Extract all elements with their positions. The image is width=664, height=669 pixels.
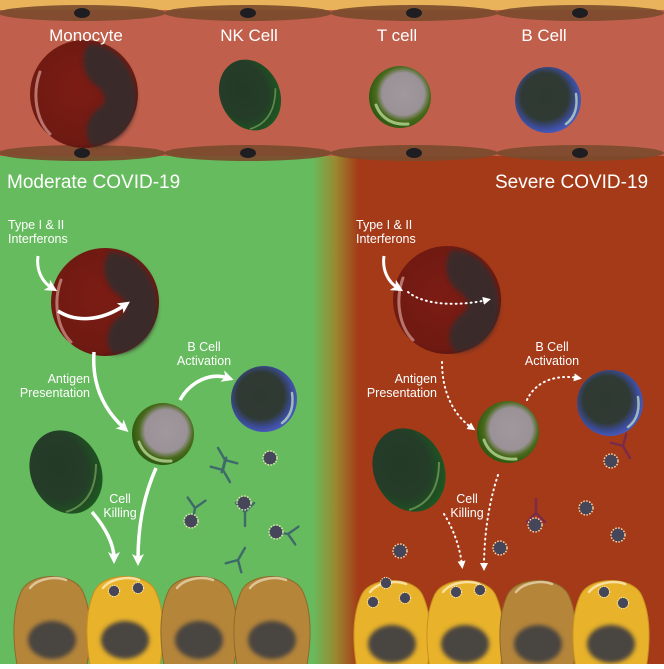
vessel-label-monocyte: Monocyte bbox=[49, 26, 123, 45]
moderate-antigen-label: Antigen Presentation bbox=[20, 372, 90, 401]
severe-activation-arrow bbox=[407, 291, 491, 305]
moderate-bcell-arrow bbox=[178, 370, 234, 401]
moderate-killing-arrow-nk bbox=[90, 510, 120, 564]
monocyte-cell bbox=[30, 40, 138, 148]
severe-killing-arrow-t bbox=[480, 474, 499, 571]
moderate-panel-graphics bbox=[14, 248, 310, 664]
label-line: B Cell bbox=[535, 340, 569, 354]
label-line: B Cell bbox=[187, 340, 221, 354]
label-line: Antigen bbox=[394, 372, 437, 386]
label-line: Activation bbox=[524, 354, 580, 369]
moderate-bcell-activation-label: B Cell Activation bbox=[177, 340, 231, 369]
severe-t-cell bbox=[475, 399, 541, 465]
moderate-t-cell bbox=[130, 401, 196, 467]
severe-epithelial-healthy bbox=[500, 581, 576, 665]
endothelial-nuclei-top bbox=[74, 8, 588, 18]
label-line: Presentation bbox=[19, 386, 90, 401]
severe-antigen-arrow bbox=[441, 361, 476, 431]
label-line: Antigen bbox=[47, 372, 90, 386]
severe-bcell-activation-label: B Cell Activation bbox=[525, 340, 579, 369]
moderate-monocyte bbox=[51, 248, 159, 356]
label-line: Cell bbox=[109, 492, 131, 506]
severe-interferon-arrow bbox=[382, 255, 404, 292]
moderate-epithelial-infected bbox=[87, 577, 163, 665]
severe-killing-arrow-nk bbox=[443, 513, 466, 569]
severe-epithelial-infected-3 bbox=[573, 581, 649, 665]
label-line: Type I & II bbox=[356, 218, 413, 232]
severe-interferons-label: Type I & II Interferons bbox=[356, 218, 416, 247]
moderate-activation-arrow bbox=[57, 301, 130, 321]
severe-epithelial-infected-2 bbox=[427, 581, 503, 665]
moderate-cell-killing-label: Cell Killing bbox=[103, 492, 136, 521]
label-line: Interferons bbox=[8, 232, 68, 247]
label-line: Presentation bbox=[366, 386, 437, 401]
vessel-label-t-cell: T cell bbox=[376, 26, 418, 45]
label-line: Interferons bbox=[356, 232, 416, 247]
label-line: Type I & II bbox=[8, 218, 65, 232]
moderate-killing-arrow-t bbox=[132, 467, 158, 566]
vessel-label-nk-cell: NK Cell bbox=[220, 26, 278, 45]
severe-epithelial-infected-1 bbox=[354, 581, 430, 665]
label-line: Cell bbox=[456, 492, 478, 506]
moderate-panel-title: Moderate COVID-19 bbox=[7, 172, 181, 193]
severe-panel-graphics bbox=[354, 246, 649, 664]
label-line: Killing bbox=[103, 506, 137, 521]
severe-panel-title: Severe COVID-19 bbox=[495, 172, 649, 193]
label-line: Killing bbox=[450, 506, 484, 521]
severe-antigen-label: Antigen Presentation bbox=[367, 372, 437, 401]
severe-cell-killing-label: Cell Killing bbox=[450, 492, 483, 521]
severe-bcell-arrow bbox=[526, 373, 582, 401]
label-line: Activation bbox=[176, 354, 232, 369]
vessel-label-b-cell: B Cell bbox=[521, 26, 567, 45]
t-cell bbox=[367, 64, 433, 130]
moderate-epithelial-3 bbox=[161, 577, 237, 665]
moderate-b-cell bbox=[229, 364, 299, 434]
endothelial-nuclei-bottom bbox=[74, 148, 588, 158]
moderate-epithelial-4 bbox=[234, 577, 310, 665]
moderate-interferon-arrow bbox=[36, 255, 58, 292]
moderate-antigen-arrow bbox=[91, 351, 129, 433]
blood-vessel bbox=[0, 0, 664, 161]
severe-b-cell bbox=[575, 368, 645, 438]
moderate-epithelial-1 bbox=[14, 577, 90, 665]
moderate-interferons-label: Type I & II Interferons bbox=[8, 218, 68, 247]
b-cell bbox=[513, 65, 583, 135]
